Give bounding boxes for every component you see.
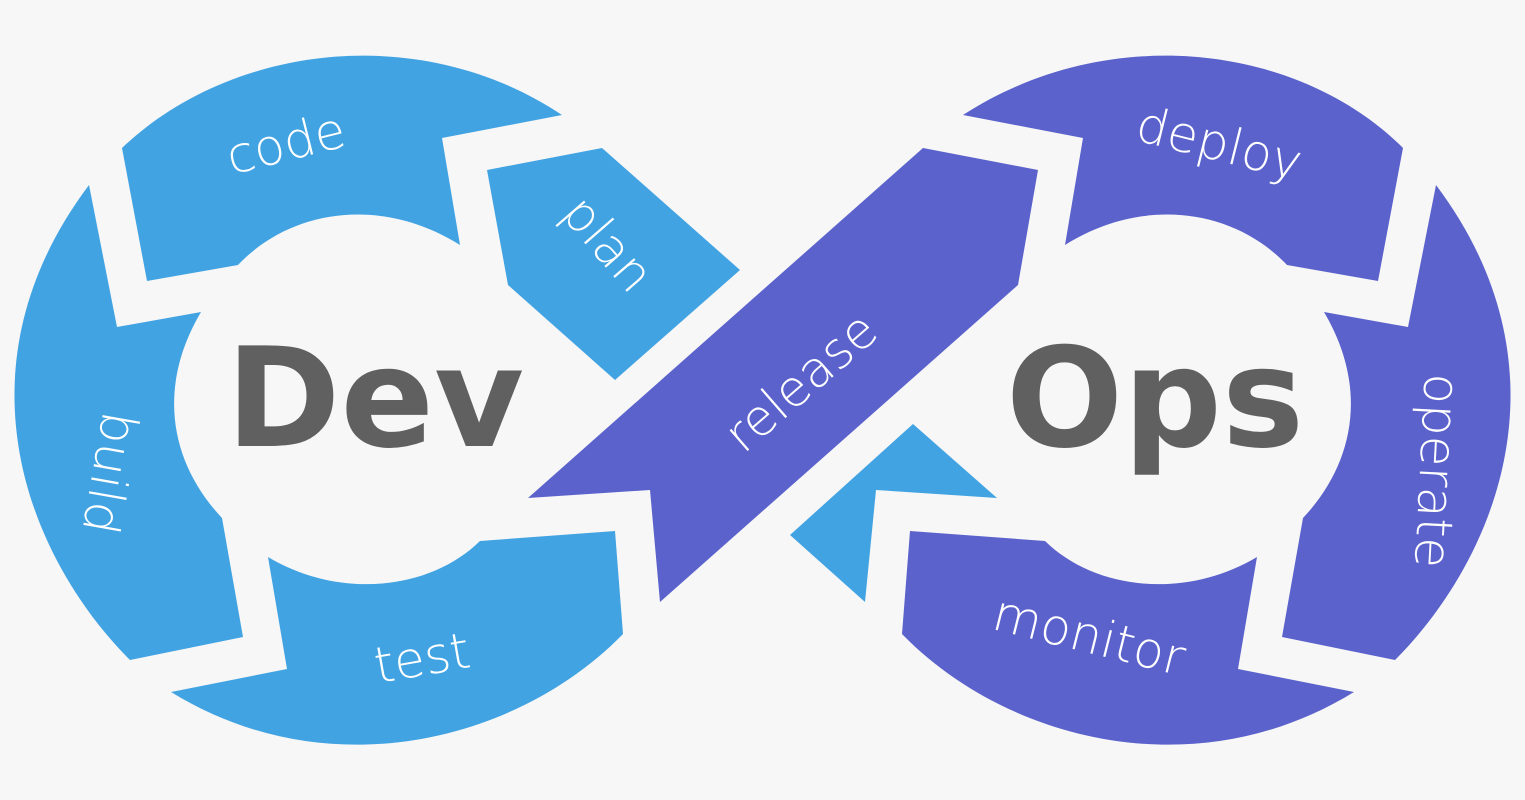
dev-title: Dev xyxy=(226,318,524,479)
test-segment xyxy=(171,531,623,745)
dev-loop xyxy=(14,55,997,745)
build-segment xyxy=(14,185,243,660)
deploy-segment xyxy=(963,55,1403,281)
monitor-segment xyxy=(902,531,1354,745)
ops-title: Ops xyxy=(1006,318,1304,479)
plan-segment xyxy=(487,148,740,380)
ops-loop xyxy=(528,55,1511,745)
hub-labels: Dev Ops xyxy=(226,318,1304,479)
operate-segment xyxy=(1282,185,1511,660)
release-segment xyxy=(528,148,1038,602)
operate-label: operate xyxy=(1403,372,1471,569)
code-segment xyxy=(122,55,562,281)
monitor-arrowhead xyxy=(790,424,997,602)
